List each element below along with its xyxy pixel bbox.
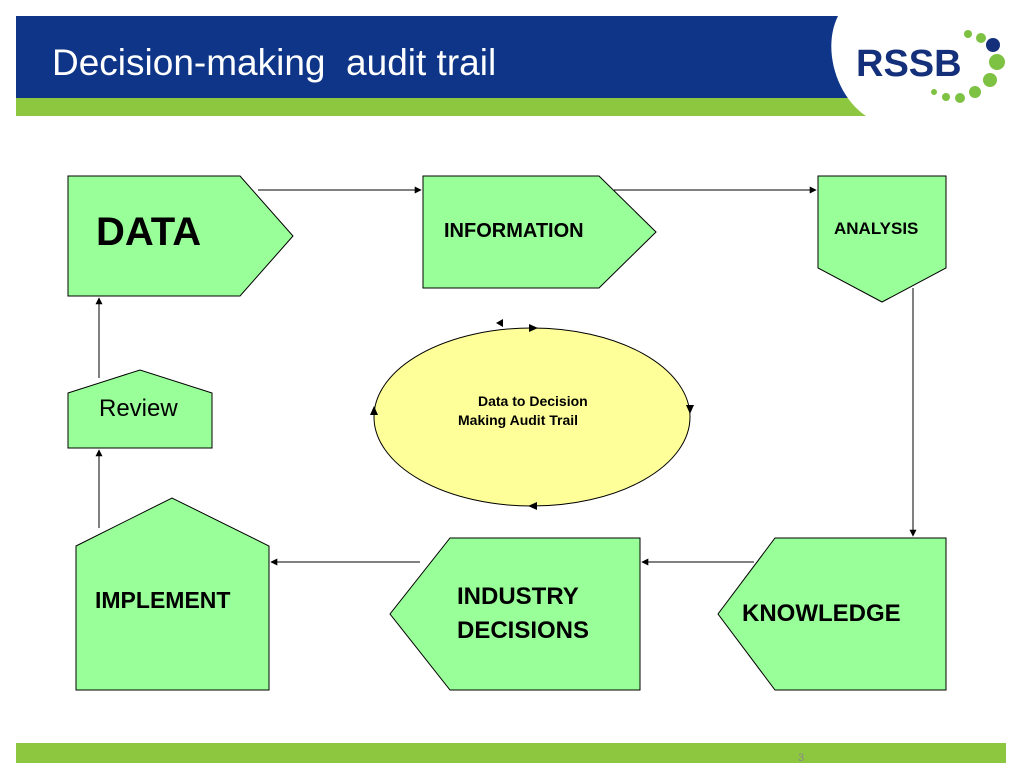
industry-decisions-node <box>389 537 641 691</box>
center-label-line2: Making Audit Trail <box>458 412 579 428</box>
data-node <box>67 175 294 297</box>
rssb-logo: RSSB <box>856 30 1005 103</box>
logo-dot <box>931 89 937 95</box>
page-number: 3 <box>798 752 805 764</box>
review-node <box>67 369 213 449</box>
logo-dot <box>983 73 997 87</box>
slide-title: Decision-making audit trail <box>52 42 497 83</box>
analysis-node <box>817 175 947 303</box>
analysis-label: ANALYSIS <box>834 219 919 238</box>
industry-decisions-label-line2: DECISIONS <box>457 617 590 644</box>
cycle-arrowhead <box>496 319 503 327</box>
header-accent-stripe <box>16 98 866 116</box>
cycle-arrowhead <box>529 324 538 332</box>
information-label: INFORMATION <box>444 220 584 242</box>
footer-bar <box>16 743 1006 763</box>
industry-decisions-label-line1: INDUSTRY <box>457 583 579 610</box>
logo-text: RSSB <box>856 43 962 85</box>
logo-dot <box>976 33 986 43</box>
cycle-arrowhead <box>528 502 537 510</box>
information-node <box>422 175 657 289</box>
implement-label: IMPLEMENT <box>95 587 231 613</box>
logo-dot <box>942 93 950 101</box>
review-label: Review <box>99 395 178 422</box>
center-label-line1: Data to Decision <box>478 393 588 409</box>
knowledge-label: KNOWLEDGE <box>742 600 901 627</box>
logo-dot <box>969 86 981 98</box>
logo-dot <box>955 93 965 103</box>
implement-node <box>75 497 270 691</box>
logo-dot <box>989 54 1005 70</box>
logo-dot <box>964 30 972 38</box>
cycle-arrowhead <box>370 406 378 415</box>
knowledge-node <box>717 537 947 691</box>
data-label: DATA <box>96 210 202 254</box>
cycle-arrowhead <box>686 405 694 414</box>
logo-dot <box>986 38 1000 52</box>
